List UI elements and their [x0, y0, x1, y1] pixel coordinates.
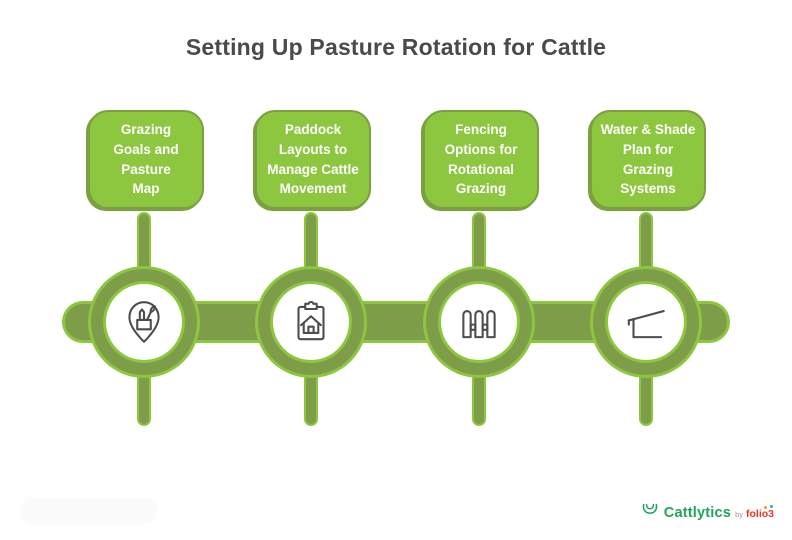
step-box-fencing-options: Fencing Options for Rotational Grazing — [423, 110, 539, 209]
bull-head-icon — [641, 502, 659, 523]
step-label: Water & Shade Plan for Grazing Systems — [600, 122, 696, 197]
step-box-water-shade: Water & Shade Plan for Grazing Systems — [590, 110, 706, 209]
step-box-grazing-goals: Grazing Goals and Pasture Map — [88, 110, 204, 209]
watermark-blob — [20, 497, 158, 525]
logo-company-text: folio3 — [746, 505, 774, 520]
cattlytics-logo: Cattlytics by folio3 — [641, 502, 774, 523]
map-pin-art-tools-icon — [119, 297, 169, 347]
step-box-paddock-layouts: Paddock Layouts to Manage Cattle Movemen… — [255, 110, 371, 209]
page-title: Setting Up Pasture Rotation for Cattle — [185, 34, 607, 60]
step-node-4 — [608, 284, 684, 360]
logo-brand-text: Cattlytics — [663, 504, 732, 521]
step-label: Paddock Layouts to Manage Cattle Movemen… — [267, 122, 359, 197]
clipboard-house-icon — [286, 297, 336, 347]
logo-dot-orange — [764, 506, 767, 509]
step-label: Grazing Goals and Pasture Map — [113, 122, 179, 197]
logo-by-text: by — [735, 510, 743, 519]
step-node-1 — [106, 284, 182, 360]
step-node-2 — [273, 284, 349, 360]
shade-shelter-icon — [621, 297, 671, 347]
fence-icon — [454, 297, 504, 347]
step-node-3 — [441, 284, 517, 360]
logo-dot-blue — [770, 505, 773, 508]
step-label: Fencing Options for Rotational Grazing — [444, 122, 518, 197]
